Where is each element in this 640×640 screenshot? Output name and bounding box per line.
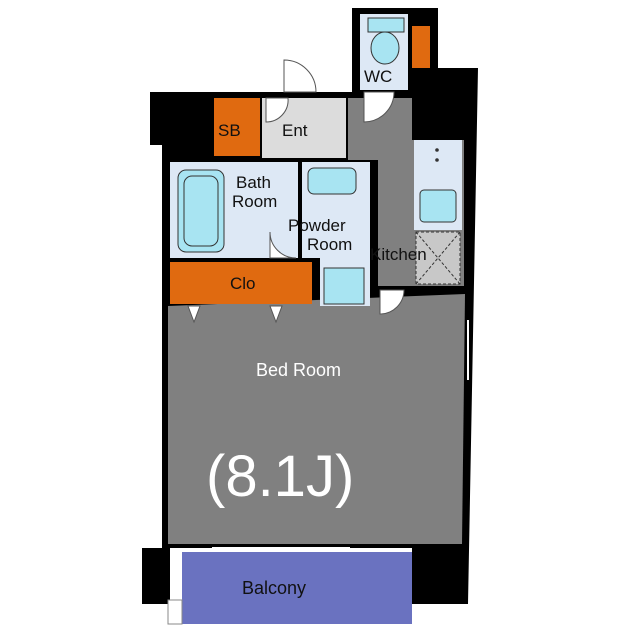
- kitchen-label: Kitchen: [370, 245, 427, 264]
- door-swing-icon: [187, 59, 405, 324]
- sb-label: SB: [218, 121, 241, 140]
- washbasin-icon: [307, 167, 357, 195]
- bedroom-size: (8.1J): [206, 444, 354, 509]
- bathtub-icon: [177, 169, 225, 253]
- powder-label-line1: Powder: [288, 216, 346, 235]
- powder-label-line2: Room: [307, 235, 352, 254]
- closet: [170, 262, 312, 304]
- wc-storage: [412, 26, 430, 68]
- toilet-icon: [367, 17, 405, 65]
- stove-icon: [415, 231, 461, 285]
- closet-label: Clo: [230, 274, 256, 293]
- bedroom-floor: [168, 294, 465, 544]
- wc-label: WC: [364, 67, 392, 86]
- balcony: [182, 552, 412, 624]
- bathroom-label-line2: Room: [232, 192, 277, 211]
- bedroom-label: Bed Room: [256, 360, 341, 380]
- washing-machine-icon: [323, 267, 365, 305]
- balcony-label: Balcony: [242, 578, 306, 598]
- sink-icon: [419, 148, 457, 223]
- bathroom-label-line1: Bath: [236, 173, 271, 192]
- windows: [212, 320, 469, 549]
- entrance-label: Ent: [282, 121, 308, 140]
- shoe-box: [214, 98, 260, 156]
